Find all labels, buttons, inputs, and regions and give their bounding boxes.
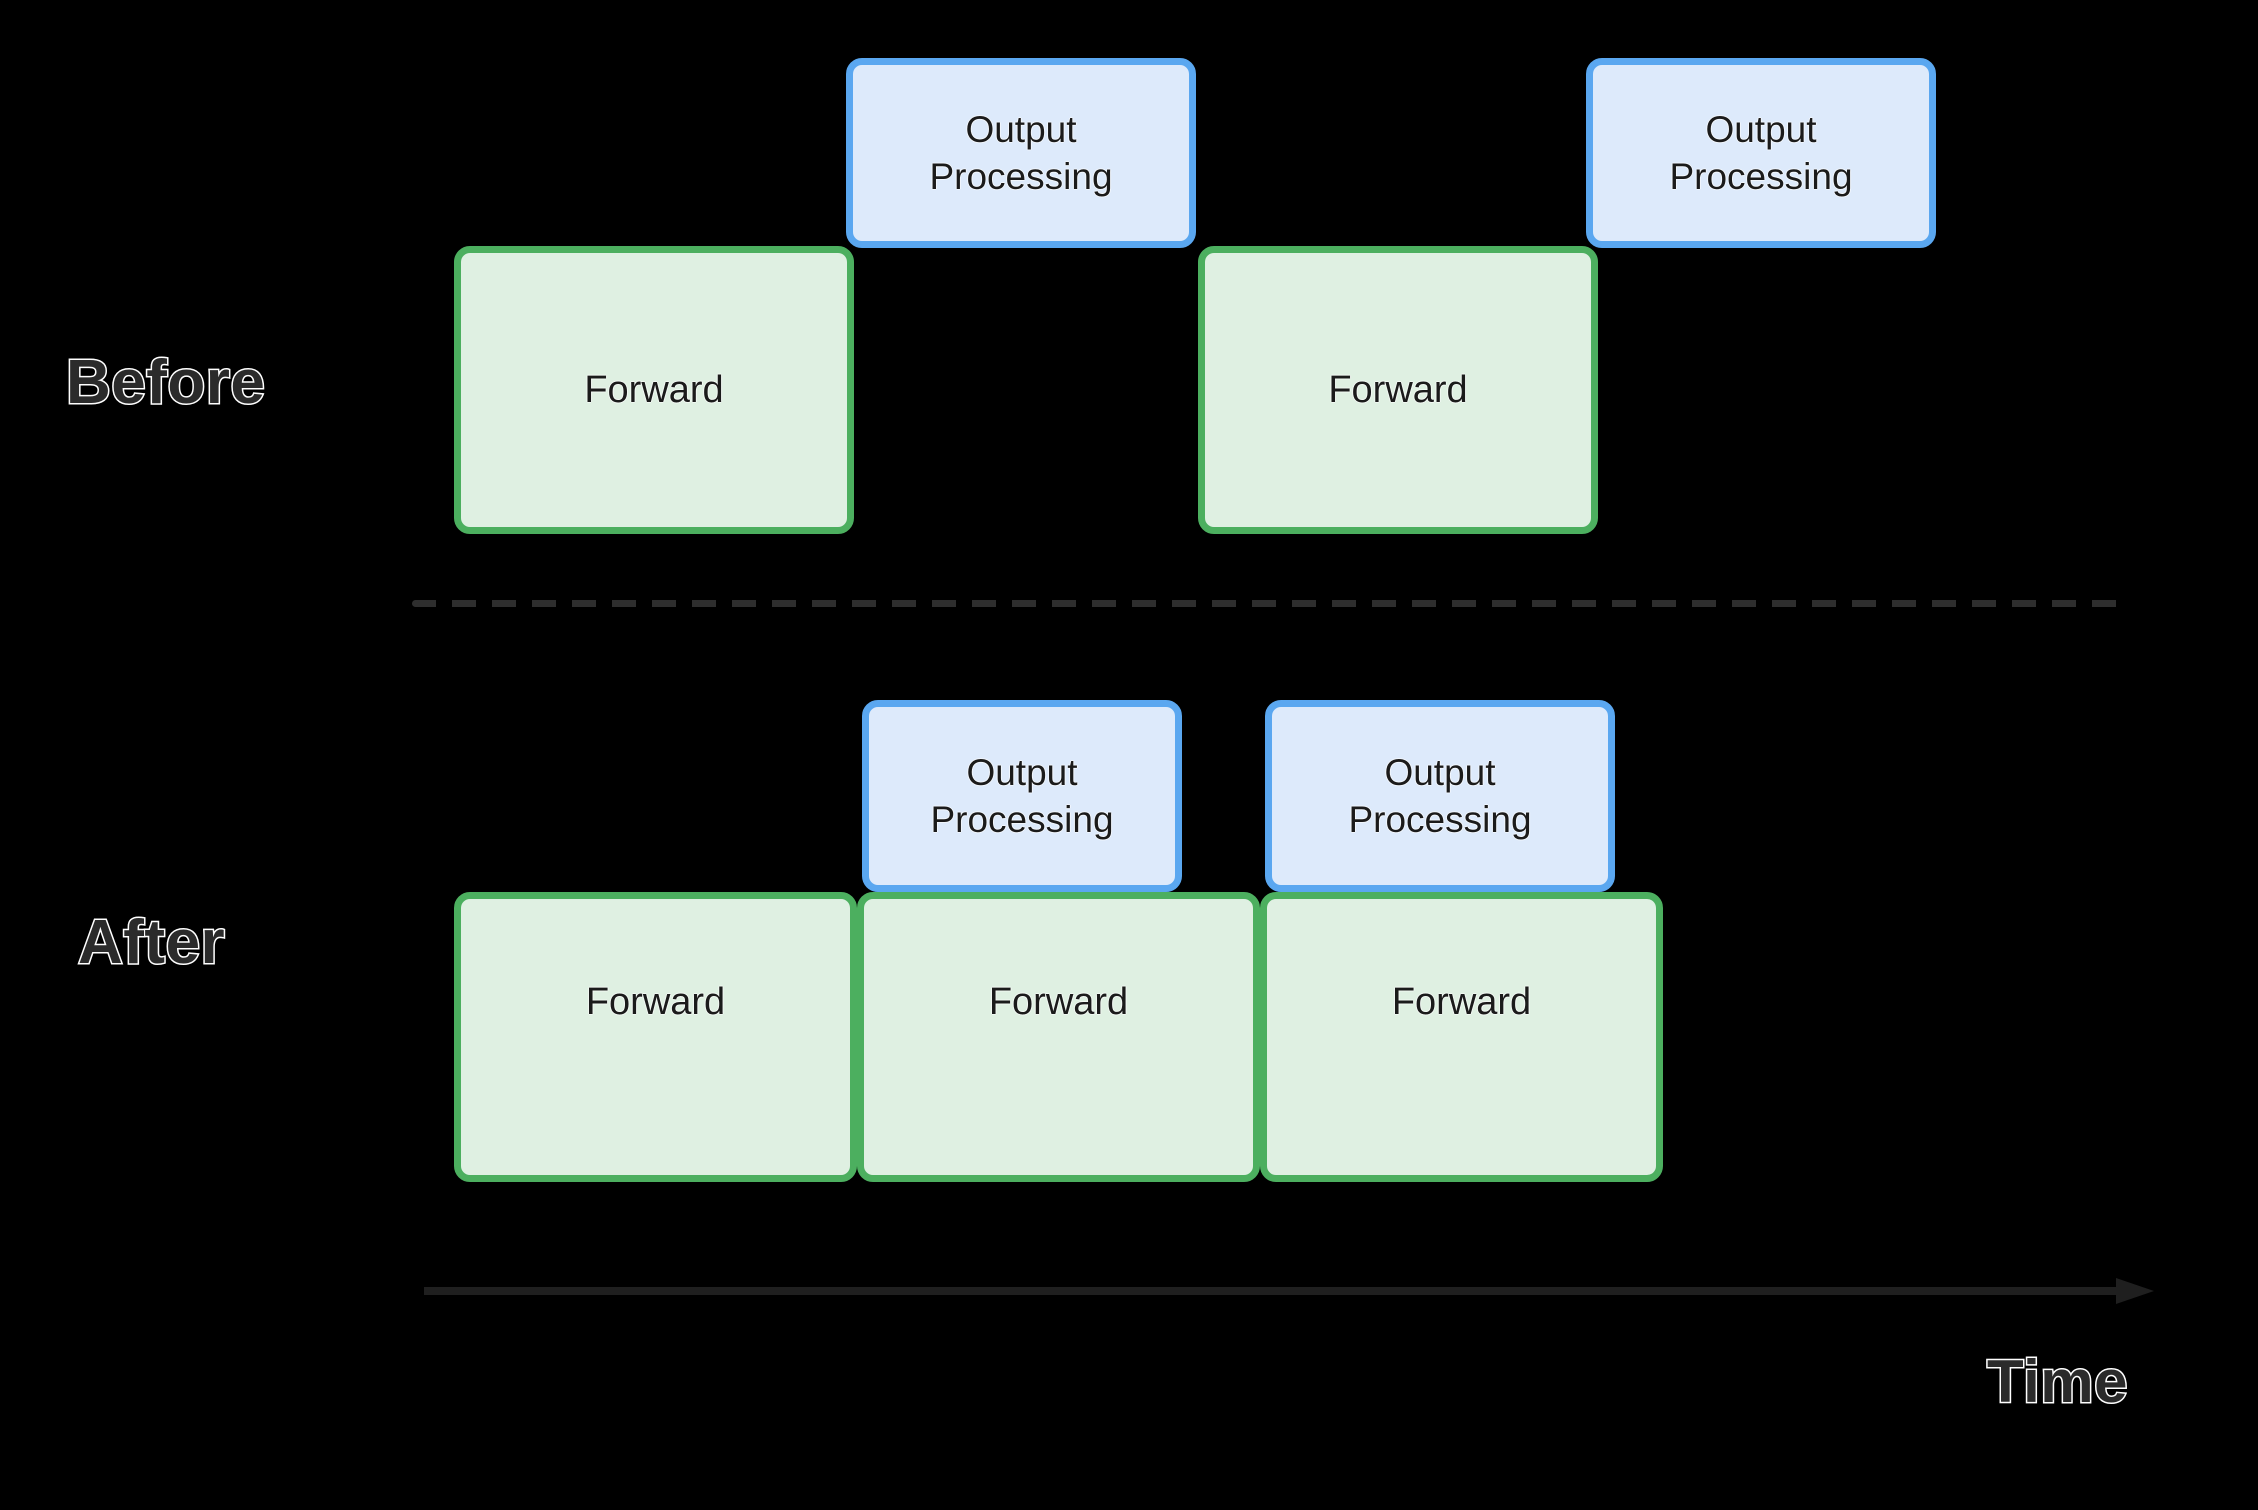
time-axis-arrow: [424, 1278, 2154, 1304]
after-forward-label-2: Forward: [988, 981, 1129, 1023]
after-forward-block-3: Forward: [1260, 892, 1663, 1182]
output-line-2: Processing: [929, 156, 1113, 197]
output-line-1: Output: [966, 751, 1078, 793]
before-forward-block-2: Forward: [1198, 246, 1598, 534]
output-line-2: Processing: [1669, 156, 1853, 197]
before-forward-label-1: Forward: [584, 368, 724, 411]
before-forward-label-2: Forward: [1328, 368, 1468, 411]
after-forward-label-3: Forward: [1391, 981, 1532, 1023]
output-line-1: Output: [1705, 108, 1817, 150]
section-divider-dashed: [412, 600, 2132, 607]
row-label-before: Before: [64, 348, 266, 417]
before-forward-block-1: Forward: [454, 246, 854, 534]
output-line-2: Processing: [930, 799, 1114, 840]
time-axis-arrowhead-icon: [2116, 1278, 2154, 1304]
time-axis-line: [424, 1287, 2116, 1295]
after-forward-label-1: Forward: [585, 981, 726, 1023]
after-forward-block-2: Forward: [857, 892, 1260, 1182]
row-label-after: After: [76, 908, 226, 977]
output-line-2: Processing: [1348, 799, 1532, 840]
output-line-1: Output: [1384, 751, 1496, 793]
time-axis-label: Time: [1986, 1348, 2129, 1415]
output-line-1: Output: [965, 108, 1077, 150]
after-forward-block-1: Forward: [454, 892, 857, 1182]
